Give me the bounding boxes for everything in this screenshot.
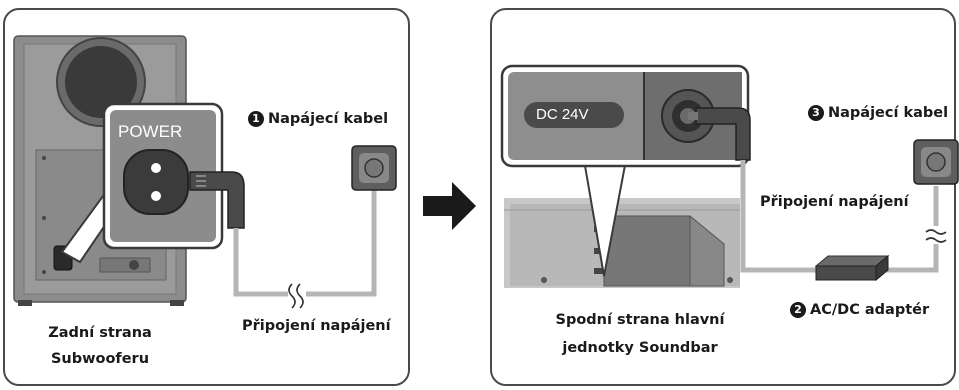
power-plug-icon bbox=[189, 171, 245, 229]
soundbar-connection-label: Připojení napájení bbox=[760, 194, 909, 210]
subwoofer-caption: Zadní strana Subwooferu bbox=[48, 325, 152, 367]
step-number-badge: 3 bbox=[808, 105, 824, 121]
wall-outlet-icon bbox=[913, 139, 959, 185]
ac-dc-adapter-icon bbox=[814, 254, 890, 282]
dc-cable bbox=[740, 160, 820, 273]
subwoofer-cable bbox=[233, 184, 377, 297]
power-zoom-box bbox=[102, 102, 224, 250]
arrow-right-icon bbox=[423, 182, 476, 230]
ac-cable bbox=[884, 186, 939, 273]
step-number-badge: 2 bbox=[790, 302, 806, 318]
dc-plug-icon bbox=[688, 107, 751, 161]
soundbar-caption: Spodní strana hlavní jednotky Soundbar bbox=[555, 312, 725, 356]
power-label: POWER bbox=[118, 122, 183, 141]
dc-label: DC 24V bbox=[536, 106, 589, 123]
wall-outlet-icon bbox=[351, 145, 397, 191]
soundbar-illustration bbox=[504, 198, 740, 288]
subwoofer-connection-label: Připojení napájení bbox=[242, 318, 391, 334]
step-number-badge: 1 bbox=[248, 111, 264, 127]
